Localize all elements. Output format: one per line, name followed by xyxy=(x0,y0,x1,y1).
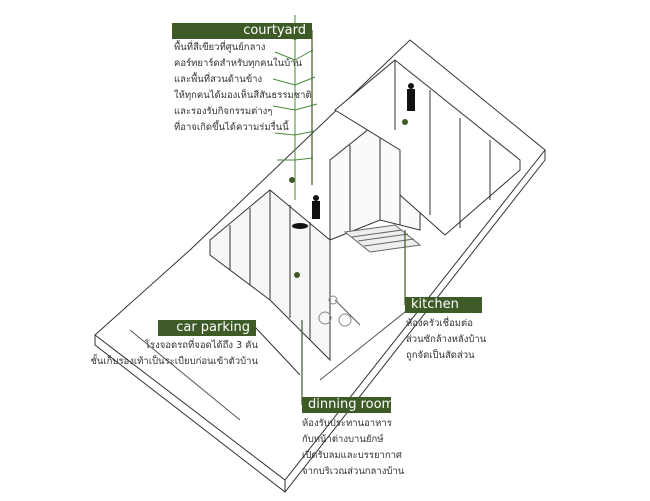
desc-line: กับหน้าต่างบานยักษ์ xyxy=(302,434,384,445)
courtyard-label: courtyard xyxy=(172,23,312,39)
desc-line: เปิดรับลมและบรรยากาศ xyxy=(302,450,402,461)
courtyard-description: พื้นที่สีเขียวที่ศูนย์กลาง คอร์ทยาร์ดสำห… xyxy=(174,40,312,136)
kitchen-description: ห้องครัวเชื่อมต่อ ส่วนซักล้างหลังบ้าน ถู… xyxy=(406,316,486,364)
car-parking-description: โรงจอดรถที่จอดได้ถึง 3 คัน ชั้นเก็บรองเท… xyxy=(90,338,258,370)
desc-line: พื้นที่สีเขียวที่ศูนย์กลาง xyxy=(174,42,266,53)
desc-line: จากบริเวณส่วนกลางบ้าน xyxy=(302,466,405,477)
back-block xyxy=(334,59,521,236)
desc-line: ถูกจัดเป็นสัดส่วน xyxy=(406,350,475,361)
cyclist-icon xyxy=(318,295,352,327)
desc-line: โรงจอดรถที่จอดได้ถึง 3 คัน xyxy=(144,340,258,351)
dinning-room-label: dinning room xyxy=(302,397,394,413)
dinning-room-description: ห้องรับประทานอาหาร กับหน้าต่างบานยักษ์ เ… xyxy=(302,416,404,480)
desc-line: ห้องครัวเชื่อมต่อ xyxy=(406,318,473,329)
desc-line: ส่วนซักล้างหลังบ้าน xyxy=(406,334,487,345)
car-parking-label: car parking xyxy=(158,320,256,336)
desc-line: ให้ทุกคนได้มองเห็นสีสันธรรมชาติ xyxy=(174,90,312,101)
desc-line: ชั้นเก็บรองเท้าเป็นระเบียบก่อนเข้าตัวบ้า… xyxy=(90,356,258,367)
desc-line: และรองรับกิจกรรมต่างๆ xyxy=(174,106,273,117)
kitchen-label: kitchen xyxy=(405,297,482,313)
desc-line: ที่อาจเกิดขึ้นได้ความร่มรื่นนี้ xyxy=(174,122,289,133)
stairs-icon xyxy=(343,224,422,253)
desc-line: คอร์ทยาร์ดสำหรับทุกคนในบ้าน xyxy=(174,58,302,69)
desc-line: ห้องรับประทานอาหาร xyxy=(302,418,392,429)
people-icon xyxy=(292,83,415,229)
desc-line: และพื้นที่สวนด้านข้าง xyxy=(174,74,263,85)
